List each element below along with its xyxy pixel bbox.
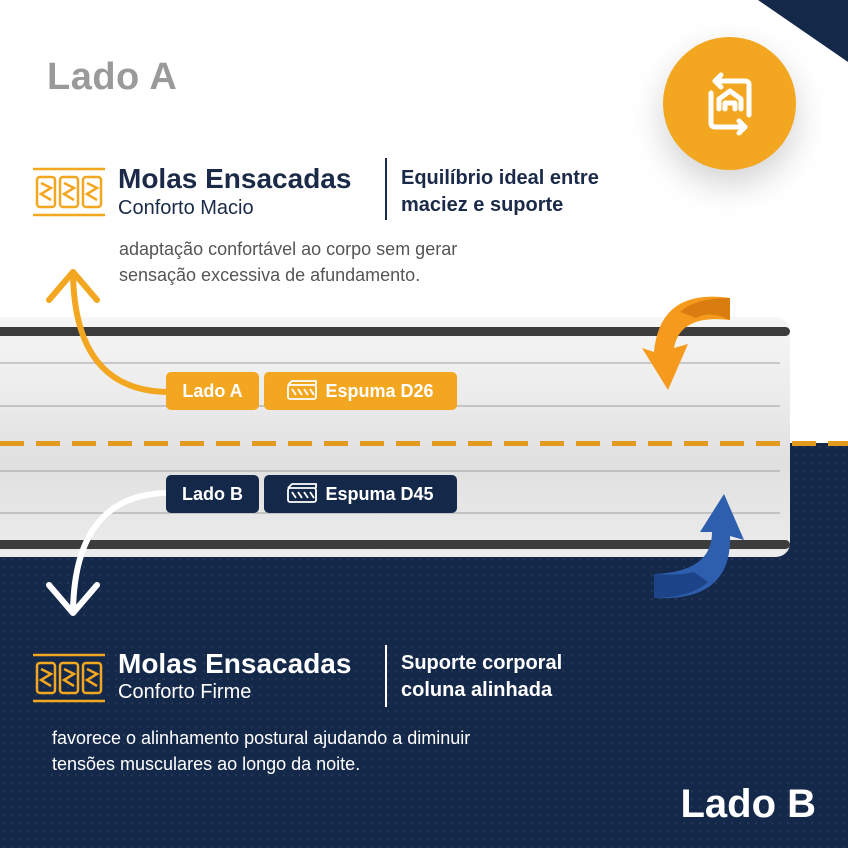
curved-arrow-down-icon: [46, 490, 173, 616]
lado-a-foam-label: Espuma D26: [325, 380, 434, 401]
lado-a-feature-title: Molas Ensacadas: [118, 163, 352, 194]
flip-arrow-blue-icon: [654, 494, 744, 599]
curved-arrow-up-icon: [46, 269, 173, 395]
foam-layer-icon: [287, 483, 318, 503]
mattress-quilt-line: [0, 362, 780, 364]
lado-b-feature-detail: Suporte corporal coluna alinhada: [401, 650, 562, 704]
flip-mattress-icon: [708, 72, 751, 135]
lado-a-feature-subtitle: Conforto Macio: [118, 197, 254, 219]
lado-a-description-line-1: adaptação confortável ao corpo sem gerar: [119, 239, 458, 259]
lado-b-feature-title: Molas Ensacadas: [118, 648, 352, 679]
heading-lado-b: Lado B: [680, 782, 816, 826]
lado-a-divider: [385, 158, 387, 220]
lado-b-description-line-2: tensões musculares ao longo da noite.: [52, 754, 361, 774]
pocket-springs-icon: [33, 653, 105, 703]
lado-b-divider: [385, 645, 387, 707]
lado-a-description-line-2: sensação excessiva de afundamento.: [119, 265, 421, 285]
foam-layer-icon: [287, 380, 318, 400]
lado-a-pill: Lado A: [166, 372, 259, 410]
lado-a-feature-detail: Equilíbrio ideal entre maciez e suporte: [401, 165, 599, 219]
lado-b-foam-pill: Espuma D45: [264, 475, 457, 513]
lado-a-description: adaptação confortável ao corpo sem gerar…: [119, 236, 457, 288]
lado-a-foam-pill: Espuma D26: [264, 372, 457, 410]
lado-b-foam-label: Espuma D45: [325, 483, 434, 504]
pocket-springs-icon: [33, 167, 105, 217]
lado-b-description: favorece o alinhamento postural ajudando…: [52, 725, 470, 777]
lado-b-detail-line-1: Suporte corporal: [401, 652, 563, 674]
corner-accent: [758, 0, 848, 62]
mattress-quilt-line: [0, 470, 780, 472]
flip-arrow-orange-icon: [642, 296, 730, 390]
flip-mattress-badge: [663, 37, 796, 170]
lado-b-detail-line-2: coluna alinhada: [401, 679, 553, 701]
mattress-bottom-piping: [0, 540, 790, 549]
heading-lado-a: Lado A: [47, 56, 178, 98]
lado-b-pill: Lado B: [166, 475, 259, 513]
lado-b-description-line-1: favorece o alinhamento postural ajudando…: [52, 728, 471, 748]
mattress-quilt-line: [0, 512, 780, 514]
divider-dashed-line: [0, 441, 848, 446]
lado-a-detail-line-2: maciez e suporte: [401, 194, 564, 216]
lado-b-feature-subtitle: Conforto Firme: [118, 681, 252, 703]
mattress-top-piping: [0, 327, 790, 336]
lado-a-detail-line-1: Equilíbrio ideal entre: [401, 167, 599, 189]
